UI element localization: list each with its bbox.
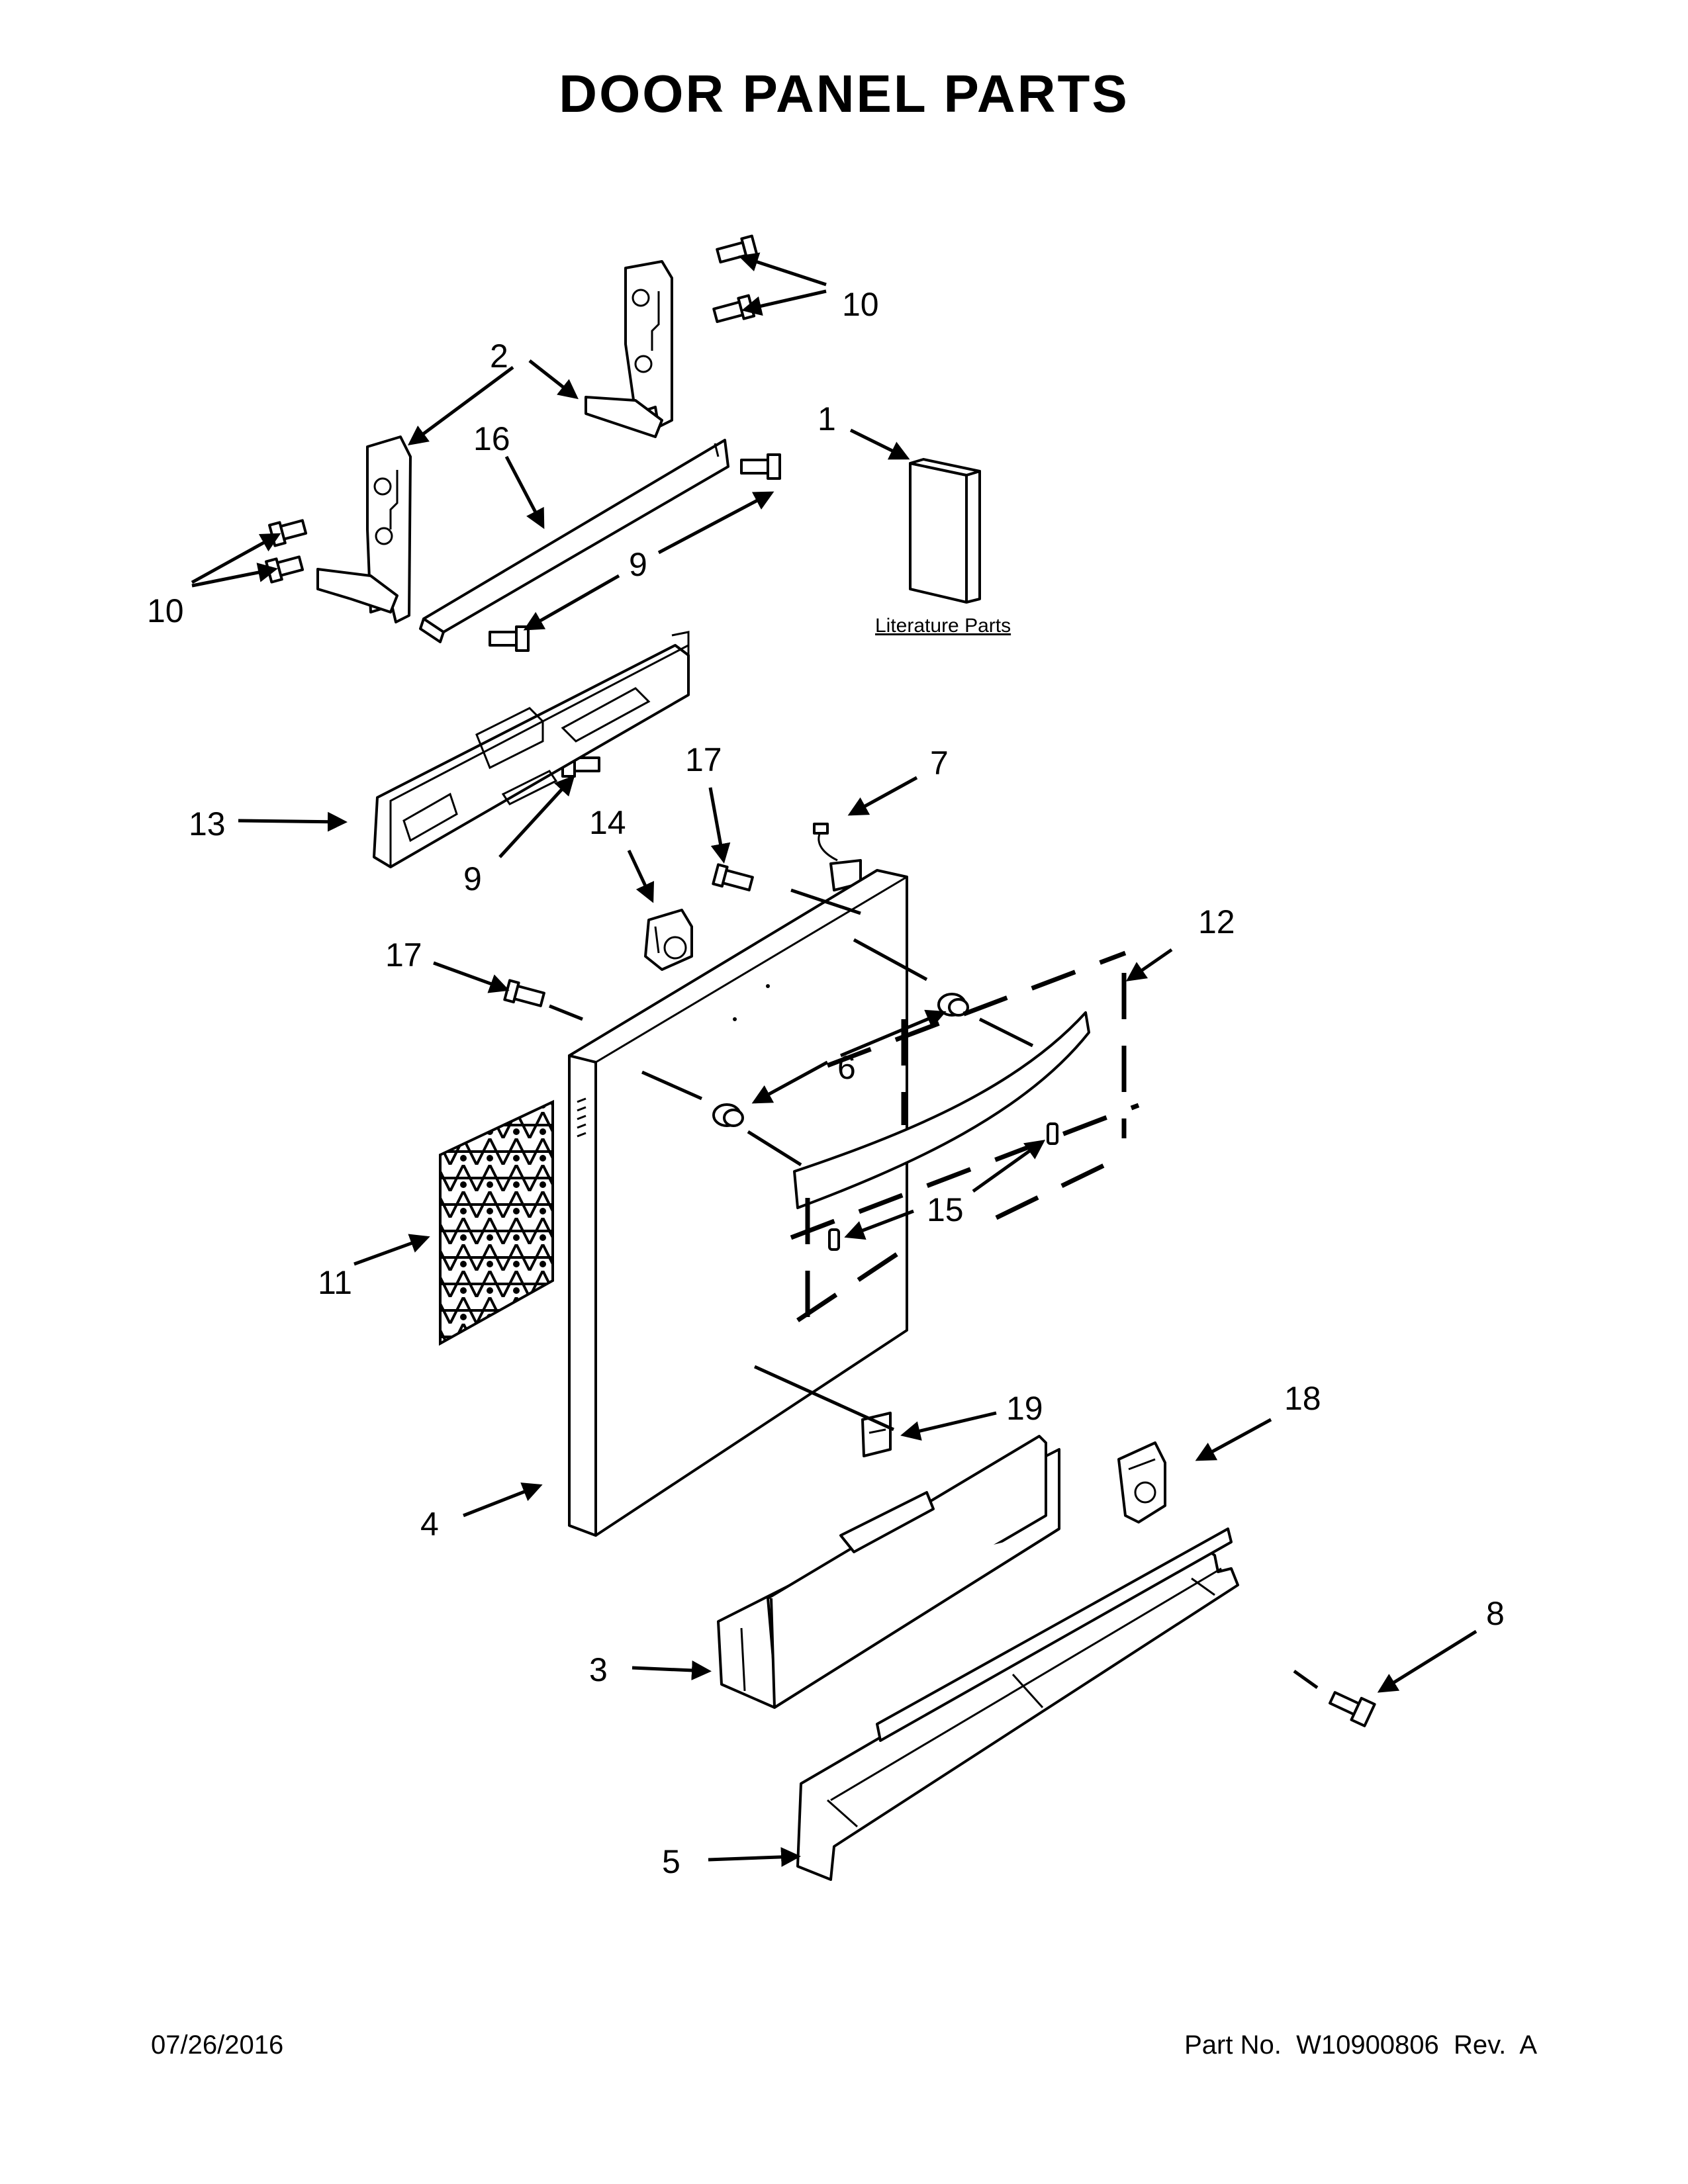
callout-9-mid: 9	[463, 860, 482, 897]
callout-leader-arrows	[191, 252, 1477, 1867]
callout-9-top: 9	[629, 546, 647, 583]
part-2-right-mounting-bracket	[585, 260, 673, 438]
callout-15: 15	[927, 1191, 964, 1228]
part-17-screws	[503, 863, 754, 1007]
part-12-handle	[793, 1011, 1090, 1209]
callout-8: 8	[1486, 1595, 1505, 1632]
part-15-pins	[828, 1122, 1058, 1251]
callout-5: 5	[662, 1843, 680, 1880]
part-2-left-mounting-bracket	[316, 435, 412, 623]
callout-3: 3	[589, 1651, 608, 1688]
part-11-mesh-insulation	[439, 1099, 554, 1346]
part-7-sensor	[813, 823, 862, 891]
part-16-channel	[419, 439, 729, 643]
part-19-label	[861, 1412, 892, 1457]
callout-1: 1	[818, 400, 836, 437]
callout-18: 18	[1284, 1380, 1321, 1417]
part-3-toe-kick	[717, 1435, 1060, 1709]
callout-11: 11	[318, 1264, 352, 1301]
assembly-guide-lines	[549, 888, 1319, 1690]
callout-16: 16	[473, 420, 510, 457]
callout-6: 6	[837, 1049, 856, 1086]
literature-parts-label: Literature Parts	[875, 615, 1011, 637]
callout-2: 2	[490, 338, 508, 375]
callout-17-top: 17	[685, 741, 722, 778]
part-4-door-panel	[568, 869, 908, 1537]
footer-date: 07/26/2016	[151, 2030, 284, 2060]
footer-part-number: Part No. W10900806 Rev. A	[1184, 2030, 1537, 2060]
part-5-kick-plate	[796, 1527, 1239, 1881]
part-13-control-housing	[373, 631, 690, 868]
callout-10-left: 10	[147, 592, 184, 629]
callout-13: 13	[189, 805, 226, 842]
part-10-screws	[265, 234, 759, 584]
part-18-clip	[1117, 1441, 1166, 1524]
callout-19: 19	[1006, 1390, 1043, 1427]
part-1-literature	[909, 458, 981, 604]
callout-10-top: 10	[842, 286, 879, 323]
part-14-latch	[644, 909, 693, 971]
part-8-screw	[1329, 1691, 1376, 1727]
callout-14: 14	[589, 804, 626, 841]
page-title: DOOR PANEL PARTS	[559, 64, 1129, 123]
callout-numbers: 10 2 16 1 9 10 13 9 14 17 7 12 17 6 15 1…	[147, 286, 1505, 1880]
callout-12: 12	[1198, 903, 1235, 940]
callout-7: 7	[930, 745, 949, 782]
callout-4: 4	[420, 1506, 439, 1543]
callout-17-left: 17	[385, 936, 422, 974]
